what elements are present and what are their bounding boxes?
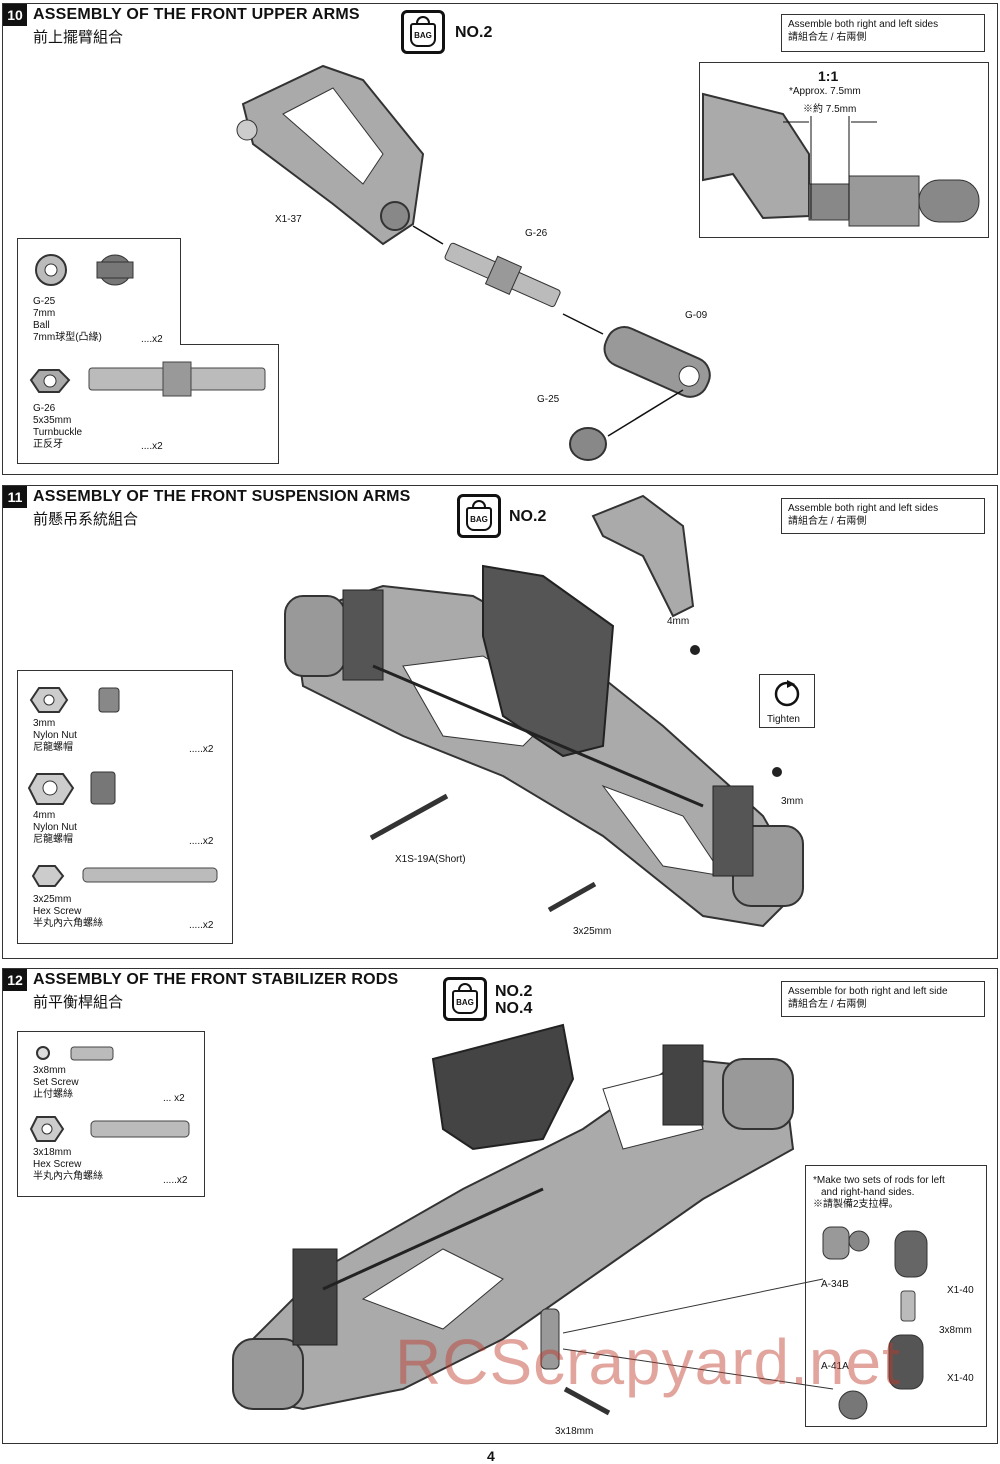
callout-g-25: G-25 — [537, 394, 560, 405]
page-number: 4 — [487, 1448, 495, 1464]
callout-g-26: G-26 — [525, 228, 548, 239]
part-qty: .....x2 — [189, 920, 214, 931]
step-title: ASSEMBLY OF THE FRONT SUSPENSION ARMS — [33, 488, 411, 505]
bag-number: NO.2 — [495, 983, 533, 1000]
step-10-illustration — [29, 64, 980, 461]
step-subtitle: 前上擺臂組合 — [33, 29, 124, 46]
part-qty: ... x2 — [163, 1093, 185, 1104]
callout-x1-37: X1-37 — [275, 214, 302, 225]
part-qty: ....x2 — [141, 441, 163, 452]
bag-icon: BAG — [401, 10, 445, 54]
step-title: ASSEMBLY OF THE FRONT STABILIZER RODS — [33, 971, 399, 988]
bag-number: NO.2 — [455, 24, 493, 41]
step-number: 11 — [3, 486, 27, 508]
step-number: 10 — [3, 4, 27, 26]
step-12-illustration — [29, 1023, 928, 1420]
label-x1-40: X1-40 — [947, 1373, 974, 1384]
rod-detail-note: *Make two sets of rods for left and righ… — [813, 1175, 945, 1210]
label-a-34b: A-34B — [821, 1279, 849, 1290]
callout-3x25mm: 3x25mm — [573, 926, 612, 937]
callout-x1s-19a: X1S-19A(Short) — [395, 854, 466, 865]
step-11-illustration — [27, 494, 805, 928]
bag-icon: BAG — [457, 494, 501, 538]
bag-number: NO.4 — [495, 1000, 533, 1017]
step-12-panel: 12 ASSEMBLY OF THE FRONT STABILIZER RODS… — [2, 968, 998, 1444]
detail-approx-zh: ※約 7.5mm — [803, 104, 857, 115]
step-10-panel: 10 ASSEMBLY OF THE FRONT UPPER ARMS 前上擺臂… — [2, 3, 998, 475]
parts-box — [17, 670, 233, 944]
parts-box — [17, 344, 279, 464]
part-qty: .....x2 — [163, 1175, 188, 1186]
part-qty: .....x2 — [189, 744, 214, 755]
label-3x8mm: 3x8mm — [939, 1325, 972, 1336]
label-a-41a: A-41A — [821, 1361, 849, 1372]
part-qty: .....x2 — [189, 836, 214, 847]
callout-3mm: 3mm — [781, 796, 804, 807]
step-subtitle: 前平衡桿組合 — [33, 994, 124, 1011]
detail-approx: *Approx. 7.5mm — [789, 86, 861, 97]
bag-number: NO.2 — [509, 508, 547, 525]
step-11-panel: 11 ASSEMBLY OF THE FRONT SUSPENSION ARMS… — [2, 485, 998, 959]
step-number: 12 — [3, 969, 27, 991]
step-subtitle: 前懸吊系統組合 — [33, 511, 139, 528]
step-title: ASSEMBLY OF THE FRONT UPPER ARMS — [33, 6, 360, 23]
watermark: RCScrapyard.net — [395, 1326, 901, 1398]
bag-icon: BAG — [443, 977, 487, 1021]
tighten-label: Tighten — [767, 714, 800, 725]
callout-4mm: 4mm — [667, 616, 690, 627]
callout-3x18mm: 3x18mm — [555, 1426, 594, 1437]
callout-g-09: G-09 — [685, 310, 708, 321]
part-qty: ....x2 — [141, 334, 163, 345]
detail-scale: 1:1 — [818, 68, 839, 84]
label-x1-40: X1-40 — [947, 1285, 974, 1296]
